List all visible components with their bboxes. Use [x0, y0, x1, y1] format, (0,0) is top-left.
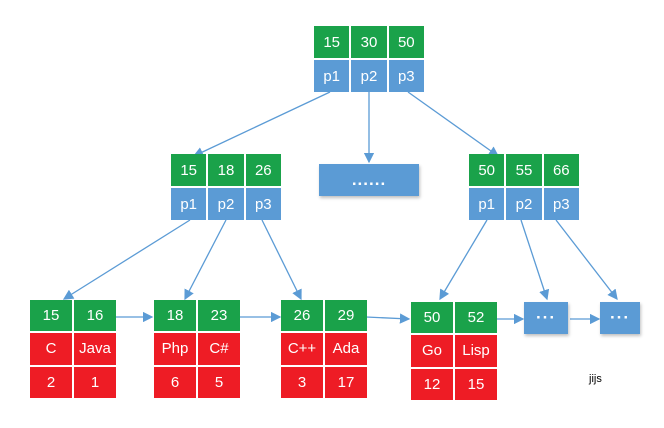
leaf-data: C++ [281, 333, 323, 365]
internal-pointer: p2 [208, 188, 244, 220]
leaf-key: 18 [154, 300, 196, 332]
leaf-data: Java [74, 333, 116, 365]
leaf-data: Php [154, 333, 196, 365]
leaf-value: 3 [281, 366, 323, 398]
internal-node-left: 15 18 26 p1 p2 p3 [171, 154, 281, 220]
internal-key: 55 [506, 154, 542, 186]
internal-pointer: p1 [469, 188, 505, 220]
leaf-key: 16 [74, 300, 116, 332]
leaf-node: 15 16 C Java 2 1 [30, 300, 116, 398]
arrow-right-p2 [520, 219, 550, 301]
leaf-node: 26 29 C++ Ada 3 17 [281, 300, 367, 398]
leaf-value: 1 [74, 366, 116, 398]
leaf-value: 2 [30, 366, 72, 398]
internal-key: 66 [543, 154, 579, 186]
arrow-left-p3 [261, 219, 302, 301]
internal-node-placeholder: ...... [319, 164, 419, 196]
leaf-placeholder: ··· [600, 302, 640, 334]
leaf-data: Lisp [455, 335, 497, 367]
root-key: 50 [388, 26, 424, 58]
leaf-placeholder: ··· [524, 302, 568, 334]
signature: jijs [589, 373, 602, 385]
arrow-root-p3 [407, 91, 500, 157]
root-node: 15 30 50 p1 p2 p3 [314, 26, 424, 92]
leaf-value: 17 [325, 366, 367, 398]
leaf-node: 18 23 Php C# 6 5 [154, 300, 240, 398]
leaf-value: 12 [411, 368, 453, 400]
root-pointer: p3 [388, 60, 424, 92]
leaf-data: Go [411, 335, 453, 367]
internal-key: 50 [469, 154, 505, 186]
internal-key: 18 [208, 154, 244, 186]
internal-pointer: p1 [171, 188, 207, 220]
root-pointer: p2 [351, 60, 387, 92]
internal-pointer: p3 [543, 188, 579, 220]
leaf-key: 26 [281, 300, 323, 332]
arrow-left-p2 [184, 219, 227, 301]
leaf-data: C [30, 333, 72, 365]
internal-pointer: p2 [506, 188, 542, 220]
leaf-key: 29 [325, 300, 367, 332]
leaf-key: 50 [411, 302, 453, 334]
leaf-value: 5 [198, 366, 240, 398]
internal-pointer: p3 [245, 188, 281, 220]
root-key: 15 [314, 26, 350, 58]
leaf-key: 23 [198, 300, 240, 332]
internal-key: 15 [171, 154, 207, 186]
leaf-node: 50 52 Go Lisp 12 15 [411, 302, 497, 400]
leaf-key: 15 [30, 300, 72, 332]
arrow-root-p1 [192, 91, 331, 157]
arrow-right-p1 [439, 219, 488, 301]
leaf-key: 52 [455, 302, 497, 334]
root-pointer: p1 [314, 60, 350, 92]
leaf-value: 6 [154, 366, 196, 398]
arrow-right-p3 [555, 219, 618, 301]
internal-node-right: 50 55 66 p1 p2 p3 [469, 154, 579, 220]
internal-key: 26 [245, 154, 281, 186]
arrow-left-p1 [62, 219, 191, 300]
leaf-data: C# [198, 333, 240, 365]
arrow-leaf3-leaf4 [365, 313, 411, 324]
root-key: 30 [351, 26, 387, 58]
leaf-data: Ada [325, 333, 367, 365]
leaf-value: 15 [455, 368, 497, 400]
